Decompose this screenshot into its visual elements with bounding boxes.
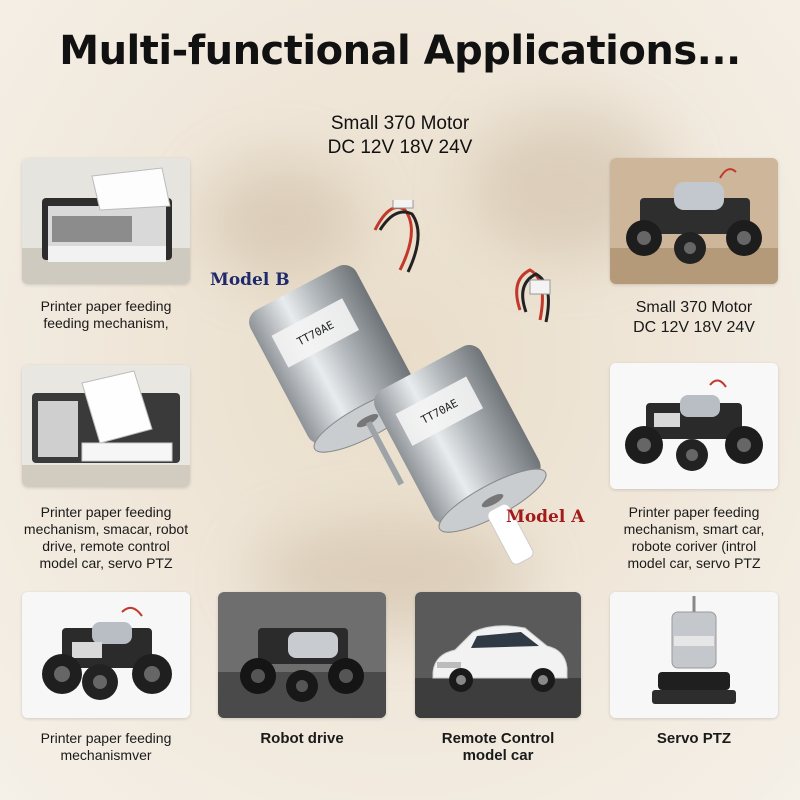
- printer-paper-feeding-image: [22, 158, 190, 284]
- caption-bottom-4: Servo PTZ: [656, 730, 732, 747]
- caption-left-1: Printer paper feeding feeding mechanism,: [40, 298, 172, 331]
- robot-drive-car-image: [218, 592, 386, 718]
- caption-right-1: Small 370 Motor DC 12V 18V 24V: [633, 299, 755, 336]
- subtitle: Small 370 Motor DC 12V 18V 24V: [300, 112, 500, 160]
- caption-left-2: Printer paper feeding mechanism, smacar,…: [23, 504, 189, 571]
- motor-model-a: TT70AE: [374, 344, 547, 565]
- model-a-label: Model A: [506, 507, 585, 527]
- subtitle-line-1: Small 370 Motor: [330, 113, 470, 134]
- model-b-label: Model B: [210, 270, 290, 290]
- printer-paper-roll-image: [22, 365, 190, 487]
- motors-illustration: TT70AE TT70AE: [190, 193, 610, 580]
- caption-bottom-2: Robot drive: [260, 730, 344, 747]
- caption-right-2: Printer paper feeding mechanism, smart c…: [623, 504, 765, 571]
- background-smoke: [200, 160, 360, 280]
- motor-model-b: TT70AE: [249, 264, 422, 486]
- subtitle-line-2: DC 12V 18V 24V: [327, 137, 473, 158]
- caption-bottom-3: Remote Control model car: [441, 730, 555, 764]
- caption-left-3: Printer paper feeding mechanismver: [40, 730, 172, 763]
- white-sedan-image: [415, 592, 581, 718]
- robot-car-with-motor-image: [610, 158, 778, 284]
- robot-car-frame-image: [610, 363, 778, 489]
- page-title: Multi-functional Applications...: [59, 28, 741, 74]
- servo-ptz-motor-image: [610, 592, 778, 718]
- robot-car-image: [22, 592, 190, 718]
